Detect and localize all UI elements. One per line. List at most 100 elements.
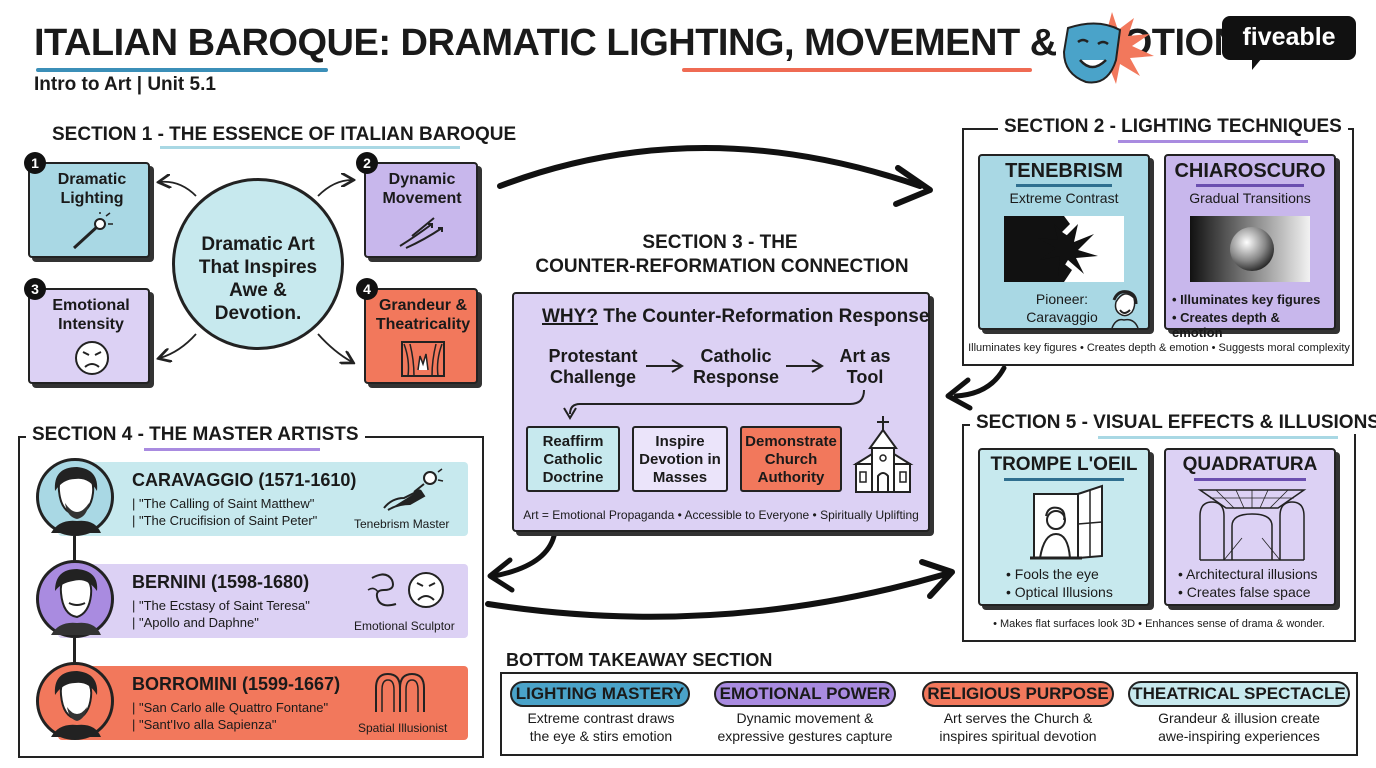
title-part-2: : DRAMATIC LIGHTING, — [378, 22, 805, 64]
chiaroscuro-title-underline — [1196, 184, 1304, 187]
section3-footer: Art = Emotional Propaganda • Accessible … — [523, 508, 919, 522]
why-text: The Counter-Reformation Response — [597, 306, 930, 327]
architectural-illusion-icon — [1197, 489, 1307, 561]
artist-tag: Tenebrism Master — [354, 517, 450, 531]
artist-card-borromini: BORROMINI (1599-1667) | "San Carlo alle … — [58, 666, 468, 740]
takeaway-text-emotional: Dynamic movement & expressive gestures c… — [702, 709, 908, 745]
flow-step-art-tool: Art as Tool — [839, 346, 891, 387]
brand-logo-text: fiveable — [1242, 23, 1336, 51]
artist-tag: Emotional Sculptor — [354, 619, 455, 633]
artist-name: BERNINI (1598-1680) — [132, 572, 310, 592]
essence-card-label: Dramatic Lighting — [57, 171, 127, 207]
essence-card-grandeur: Grandeur & Theatricality — [364, 288, 478, 384]
takeaway-pill-theatrical: THEATRICAL SPECTACLE — [1128, 681, 1350, 707]
title-part-3: MOVEMENT & EMOTION — [804, 22, 1241, 64]
section2-title-underline — [1118, 140, 1308, 143]
takeaway-pill-emotional: EMOTIONAL POWER — [714, 681, 896, 707]
flow-step-protestant: Protestant Challenge — [548, 346, 638, 387]
angry-face-icon — [408, 572, 444, 608]
trompe-title: TROMPE L'OEIL — [990, 454, 1138, 475]
portrait-borromini — [36, 662, 114, 740]
swirl-icon — [367, 573, 397, 607]
flow-arrows-icon — [563, 359, 865, 420]
quadratura-title-underline — [1194, 478, 1306, 481]
essence-center-circle: Dramatic Art That Inspires Awe & Devotio… — [172, 178, 344, 350]
church-icon — [852, 416, 914, 493]
section5-title-underline — [1098, 436, 1338, 439]
artist-name: CARAVAGGIO (1571-1610) — [132, 470, 357, 490]
shaded-sphere-icon — [1190, 216, 1310, 282]
artist-work: | "Apollo and Daphne" — [132, 615, 259, 630]
chiaroscuro-point-2: • Creates depth & emotion — [1172, 310, 1280, 340]
artist-work: | "The Crucifision of Saint Peter" — [132, 513, 318, 528]
tenebrism-subtitle: Extreme Contrast — [1009, 190, 1119, 206]
flow-step-catholic: Catholic Response — [692, 346, 780, 387]
takeaway-line: Extreme contrast draws — [527, 710, 675, 726]
section5-title: SECTION 5 - VISUAL EFFECTS & ILLUSIONS — [970, 412, 1376, 434]
portrait-caravaggio-icon — [51, 467, 101, 533]
brand-logo[interactable]: fiveable — [1222, 16, 1356, 70]
artist-work: | "The Ecstasy of Saint Teresa" — [132, 598, 310, 613]
quadratura-title: QUADRATURA — [1182, 454, 1318, 475]
tenebrism-pioneer: Pioneer: Caravaggio — [1026, 291, 1098, 325]
page-subtitle: Intro to Art | Unit 5.1 — [34, 74, 216, 95]
why-heading: WHY? The Counter-Reformation Response — [542, 306, 929, 328]
goal-label: Demonstrate Church Authority — [745, 433, 837, 486]
artist-work: | "Sant'Ivo alla Sapienza" — [132, 717, 277, 732]
takeaway-text-lighting: Extreme contrast draws the eye & stirs e… — [506, 709, 696, 745]
spotlight-icon — [72, 212, 113, 250]
artist-work: | "San Carlo alle Quattro Fontane" — [132, 700, 329, 715]
chiaroscuro-point-1: • Illuminates key figures — [1172, 292, 1321, 307]
title-underline-blue — [36, 68, 328, 72]
number-badge-4: 4 — [356, 278, 378, 300]
trompe-point-1: • Fools the eye — [1006, 566, 1099, 582]
trompe-title-underline — [1004, 478, 1124, 481]
essence-card-label: Emotional Intensity — [52, 297, 130, 333]
hand-spotlight-icon — [383, 468, 444, 511]
takeaway-line: awe-inspiring experiences — [1158, 728, 1320, 744]
takeaway-line: the eye & stirs emotion — [529, 728, 673, 744]
number-badge-3: 3 — [24, 278, 46, 300]
chiaroscuro-card: CHIAROSCURO Gradual Transitions • Illumi… — [1164, 154, 1336, 340]
goal-card-reaffirm: Reaffirm Catholic Doctrine — [526, 426, 620, 492]
goal-card-inspire: Inspire Devotion in Masses — [632, 426, 728, 492]
goal-card-demonstrate: Demonstrate Church Authority — [740, 426, 842, 492]
page-title: ITALIAN BAROQUE: DRAMATIC LIGHTING, MOVE… — [34, 22, 1241, 65]
window-illusion-icon — [1030, 484, 1103, 560]
number-badge-2: 2 — [356, 152, 378, 174]
takeaway-title: BOTTOM TAKEAWAY SECTION — [506, 650, 773, 670]
artist-tag: Spatial Illusionist — [358, 721, 448, 735]
caravaggio-portrait-icon — [1111, 290, 1139, 328]
tenebrism-title: TENEBRISM — [1005, 160, 1123, 182]
portrait-caravaggio — [36, 458, 114, 536]
artist-card-bernini: BERNINI (1598-1680) | "The Ecstasy of Sa… — [58, 564, 468, 638]
portrait-bernini — [36, 560, 114, 638]
essence-card-label: Dynamic Movement — [382, 171, 462, 207]
number-badge-1: 1 — [24, 152, 46, 174]
why-label: WHY? — [542, 306, 598, 327]
section5-footer: • Makes flat surfaces look 3D • Enhances… — [993, 618, 1325, 630]
artist-card-caravaggio: CARAVAGGIO (1571-1610) | "The Calling of… — [58, 462, 468, 536]
takeaway-pill-lighting: LIGHTING MASTERY — [510, 681, 690, 707]
takeaway-line: Art serves the Church & — [943, 710, 1093, 726]
section1-title-underline — [160, 146, 460, 149]
section4-title: SECTION 4 - THE MASTER ARTISTS — [26, 424, 365, 446]
section1-title: SECTION 1 - THE ESSENCE OF ITALIAN BAROQ… — [52, 124, 517, 145]
arches-icon — [375, 672, 425, 712]
essence-card-dramatic-lighting: Dramatic Lighting — [28, 162, 150, 258]
section2-footer: Illuminates key figures • Creates depth … — [968, 342, 1350, 354]
takeaway-pill-religious: RELIGIOUS PURPOSE — [922, 681, 1114, 707]
essence-card-emotional-intensity: Emotional Intensity — [28, 288, 150, 384]
artist-work: | "The Calling of Saint Matthew" — [132, 496, 315, 511]
takeaway-line: Grandeur & illusion create — [1158, 710, 1320, 726]
theater-mask-icon — [1062, 12, 1154, 84]
section3-title-line2: COUNTER-REFORMATION CONNECTION — [535, 256, 909, 277]
essence-center-text: Dramatic Art That Inspires Awe & Devotio… — [198, 234, 318, 324]
logo-tail — [1252, 58, 1262, 70]
goal-label: Inspire Devotion in Masses — [639, 433, 721, 486]
section4-title-underline — [144, 448, 320, 451]
theater-curtain-icon — [401, 341, 445, 377]
artist-name: BORROMINI (1599-1667) — [132, 674, 341, 694]
takeaway-line: expressive gestures capture — [717, 728, 893, 744]
